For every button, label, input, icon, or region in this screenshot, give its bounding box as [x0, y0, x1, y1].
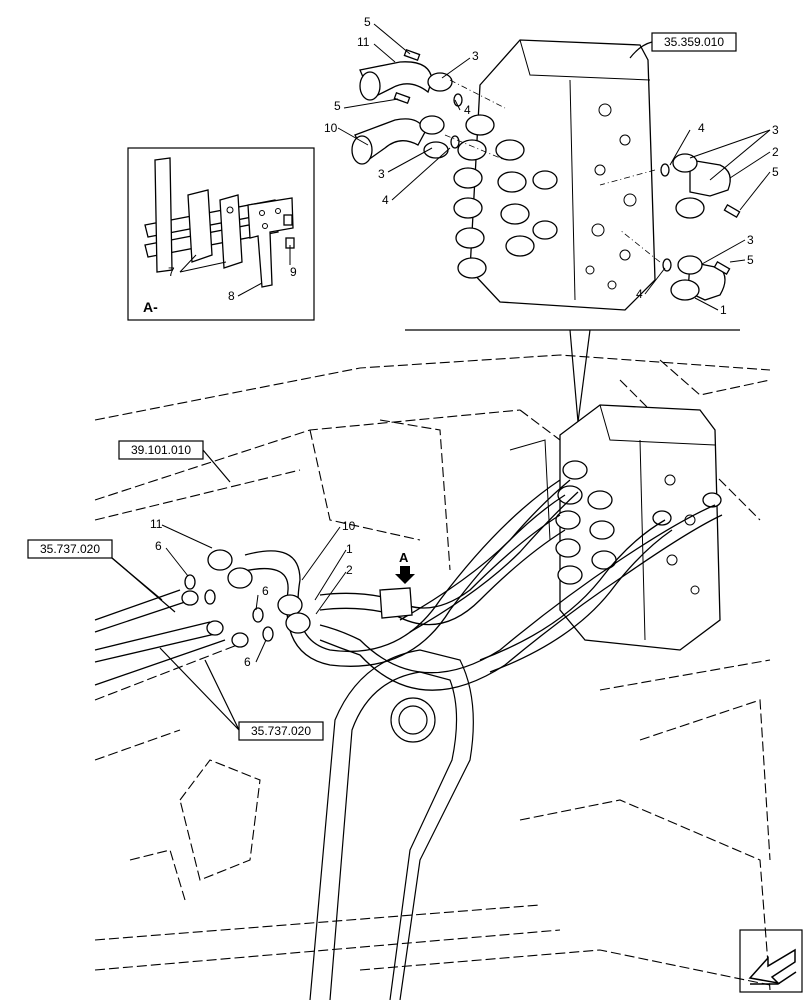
callout-leaders [161, 23, 771, 663]
callout-1: 1 [720, 303, 727, 317]
clamp-7-left [187, 189, 213, 263]
callout-11: 11 [150, 517, 163, 531]
reference-box-valve: 35.359.010 [629, 32, 737, 59]
view-marker-label: A [399, 550, 409, 565]
callout-2: 2 [772, 145, 779, 159]
callout-9: 9 [290, 265, 297, 279]
callout-3: 3 [747, 233, 754, 247]
o-ring-6b [204, 589, 216, 605]
ref-frame-text: 39.101.010 [131, 443, 191, 457]
view-arrow [395, 566, 415, 584]
callout-3: 3 [472, 49, 479, 63]
o-ring-6a [184, 574, 196, 590]
callout-1: 1 [346, 542, 353, 556]
inset-frame [127, 147, 315, 321]
fitting-1-right [619, 229, 731, 301]
hydraulic-hoses [94, 479, 723, 691]
callout-6: 6 [262, 584, 269, 598]
ref-hose-bottom-text: 35.737.020 [251, 724, 311, 738]
callout-10: 10 [342, 519, 356, 533]
callout-3: 3 [378, 167, 385, 181]
inset-title: A- [143, 299, 158, 315]
orientation-arrow-icon[interactable] [739, 929, 803, 993]
bracket-a [379, 587, 413, 619]
reference-box-hose-top: 35.737.020 [27, 539, 176, 613]
callout-11: 11 [357, 35, 370, 49]
callout-10: 10 [324, 121, 338, 135]
machine-frame [94, 354, 771, 991]
fitting-2-right [599, 153, 741, 219]
o-ring-6d [262, 626, 274, 642]
callout-5: 5 [772, 165, 779, 179]
callout-7: 7 [168, 265, 175, 279]
inset-view-a: A- 7 8 9 [127, 147, 315, 321]
reference-box-hose-bottom: 35.737.020 [159, 647, 324, 741]
plate-8 [247, 197, 294, 288]
o-ring-6c [252, 607, 264, 623]
callout-6: 6 [244, 655, 251, 669]
control-valve-installed [509, 404, 722, 651]
ref-hose-top-text: 35.737.020 [40, 542, 100, 556]
callout-numbers: 5 11 3 5 4 10 3 4 4 3 2 5 3 5 4 1 11 10 … [150, 15, 779, 669]
callout-5: 5 [364, 15, 371, 29]
main-fittings: A [181, 549, 415, 648]
bolt-9a [283, 214, 293, 226]
clamp-7-right [219, 194, 243, 269]
callout-3: 3 [772, 123, 779, 137]
callout-8: 8 [228, 289, 235, 303]
callout-5: 5 [334, 99, 341, 113]
callout-4: 4 [698, 121, 705, 135]
callout-5: 5 [747, 253, 754, 267]
fitting-10-top [351, 91, 506, 165]
callout-4: 4 [464, 103, 471, 117]
boom-arm [309, 649, 474, 1000]
callout-2: 2 [346, 563, 353, 577]
reference-box-frame: 39.101.010 [118, 440, 231, 483]
control-valve-exploded [453, 39, 656, 311]
ref-valve-text: 35.359.010 [664, 35, 724, 49]
callout-4: 4 [636, 287, 643, 301]
callout-4: 4 [382, 193, 389, 207]
callout-6: 6 [155, 539, 162, 553]
